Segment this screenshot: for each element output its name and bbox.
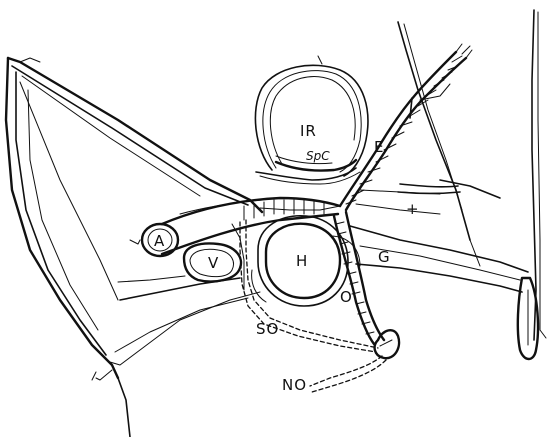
- label-x: +: [406, 200, 420, 218]
- vein-cross-section-v: [182, 242, 243, 283]
- band-g: [349, 225, 540, 361]
- label-g: G: [378, 248, 391, 266]
- ring-structure-ir: [254, 55, 369, 185]
- label-e: E: [374, 138, 384, 156]
- artery-cross-section-a: [140, 222, 180, 258]
- artery-trunk: [160, 196, 342, 291]
- label-so: SO: [256, 320, 279, 338]
- branching-vessel: [259, 43, 473, 212]
- label-ir: IR: [300, 122, 317, 140]
- diagram-labels: IR SpC E + A V H G O SO NO: [154, 122, 420, 394]
- bone-cross-section-h: [251, 215, 361, 307]
- label-no: NO: [282, 376, 307, 394]
- descending-vessel-o: [332, 210, 401, 360]
- dotted-nerve-paths: [239, 219, 387, 393]
- label-a: A: [154, 232, 165, 250]
- label-h: H: [296, 252, 308, 270]
- label-spc: SpC: [306, 149, 330, 163]
- left-triangular-membrane: [4, 56, 264, 437]
- label-v: V: [208, 254, 219, 272]
- label-o: O: [340, 288, 353, 306]
